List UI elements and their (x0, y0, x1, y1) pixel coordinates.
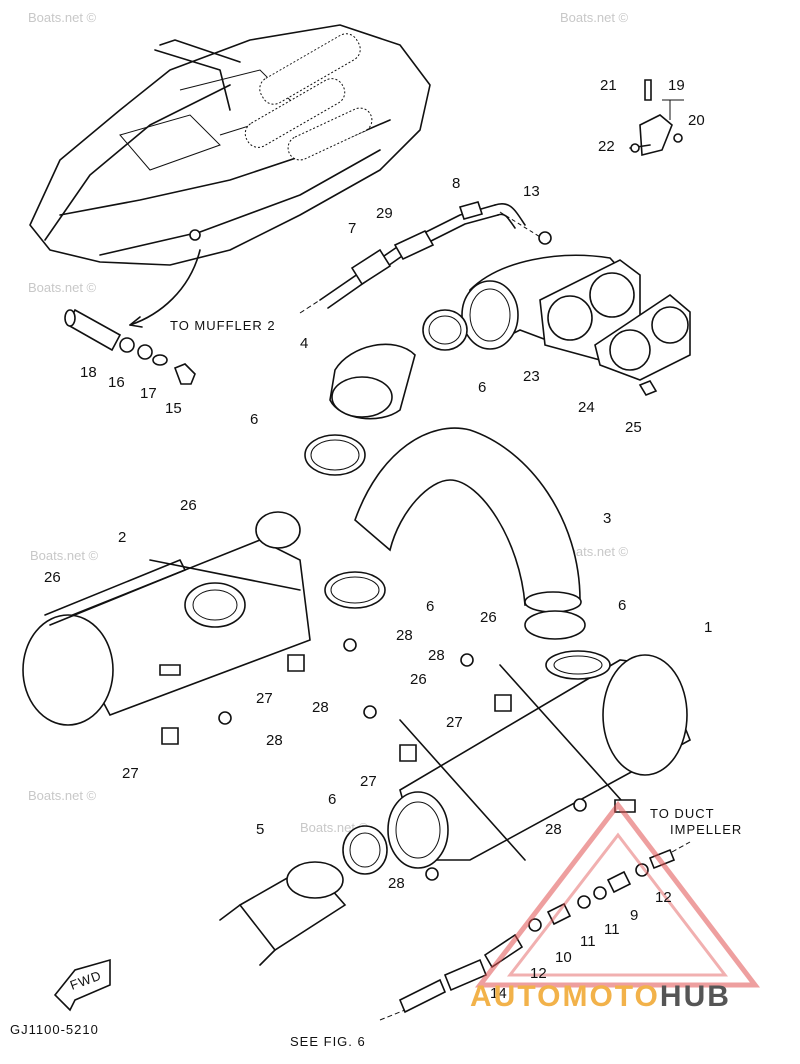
part-label: 4 (300, 335, 308, 352)
mounting-hardware (161, 638, 587, 881)
part-label: 26 (480, 609, 497, 626)
part-label: 26 (44, 569, 61, 586)
part-label: 20 (688, 112, 705, 129)
part-label: 6 (328, 791, 336, 808)
notes: TO MUFFLER 2 TO DUCT IMPELLER SEE FIG. 6… (10, 318, 742, 1049)
watermark-2: Boats.net © (560, 10, 629, 25)
watermark-1: Boats.net © (28, 10, 97, 25)
part-label: 28 (428, 647, 445, 664)
part-label: 21 (600, 77, 617, 94)
automotohub-logo-mark (474, 800, 761, 988)
water-hose-assembly (299, 201, 552, 314)
muffler-1 (387, 650, 692, 869)
part-label: 27 (360, 773, 377, 790)
part-label: 28 (388, 875, 405, 892)
part-label: 6 (478, 379, 486, 396)
part-label: 23 (523, 368, 540, 385)
hose-5 (219, 825, 388, 966)
part-label: 27 (446, 714, 463, 731)
part-label: 3 (603, 510, 611, 527)
watermark-7: Boats.net © (28, 788, 97, 803)
note-to-duct-1: TO DUCT (650, 806, 715, 821)
part-label: 2 (118, 529, 126, 546)
note-to-muffler: TO MUFFLER 2 (170, 318, 276, 333)
hose-and-clamps-upper (304, 309, 468, 476)
watermark-5: Boats.net © (560, 544, 629, 559)
part-label: 22 (598, 138, 615, 155)
part-label: 27 (256, 690, 273, 707)
part-label: 8 (452, 175, 460, 192)
part-label: 10 (555, 949, 572, 966)
part-label: 19 (668, 77, 685, 94)
part-labels: 21 19 20 22 8 13 7 29 4 6 23 24 25 18 16… (44, 77, 712, 1002)
muffler-2 (22, 511, 311, 726)
part-label: 28 (312, 699, 329, 716)
part-label: 24 (578, 399, 595, 416)
exhaust-manifold (461, 254, 691, 396)
part-label: 7 (348, 220, 356, 237)
drain-hose-assembly (64, 308, 196, 385)
part-label: 28 (545, 821, 562, 838)
part-label: 6 (618, 597, 626, 614)
part-label: 29 (376, 205, 393, 222)
bent-exhaust-hose (324, 427, 586, 640)
watermark-4: Boats.net © (30, 548, 99, 563)
fwd-indicator: FWD (53, 958, 111, 1012)
part-label: 26 (410, 671, 427, 688)
part-label: 14 (490, 985, 507, 1002)
part-label: 28 (396, 627, 413, 644)
bracket-assembly (629, 79, 684, 157)
watermark-3: Boats.net © (28, 280, 97, 295)
part-label: 17 (140, 385, 157, 402)
part-label: 26 (180, 497, 197, 514)
part-label: 11 (580, 933, 596, 950)
part-label: 6 (250, 411, 258, 428)
part-label: 1 (704, 619, 712, 636)
part-label: 11 (604, 921, 620, 938)
part-label: 13 (523, 183, 540, 200)
part-label: 27 (122, 765, 139, 782)
part-label: 28 (266, 732, 283, 749)
watercraft-illustration (29, 24, 431, 328)
note-to-duct-2: IMPELLER (670, 822, 742, 837)
logo-part-1: AUTOMOTO (470, 980, 660, 1013)
note-see-fig: SEE FIG. 6 (290, 1034, 366, 1049)
part-label: 15 (165, 400, 182, 417)
part-label: 5 (256, 821, 264, 838)
part-label: 25 (625, 419, 642, 436)
part-label: 12 (530, 965, 547, 982)
part-label: 6 (426, 598, 434, 615)
part-label: 9 (630, 907, 638, 924)
automotohub-logo-text: AUTOMOTOHUB (470, 980, 731, 1014)
logo-part-2: HUB (659, 980, 731, 1013)
part-label: 12 (655, 889, 672, 906)
part-label: 16 (108, 374, 125, 391)
diagram-code: GJ1100-5210 (10, 1022, 99, 1037)
part-label: 18 (80, 364, 97, 381)
